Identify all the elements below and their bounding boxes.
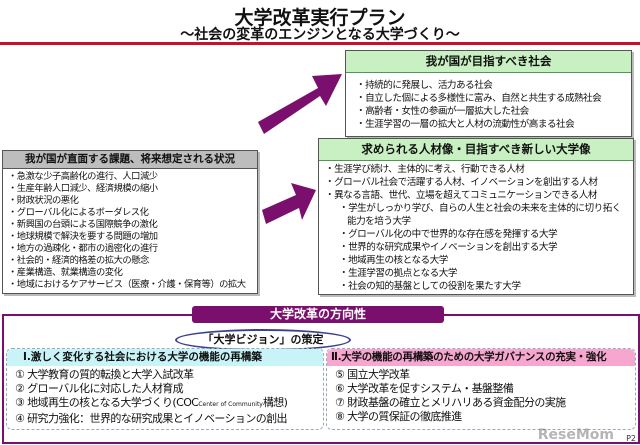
list-item: ・生涯学び続け、主体的に考え、行動できる人材	[325, 164, 525, 175]
list-item: ・グローバル化の中で世界的な存在感を発揮する大学	[339, 229, 558, 240]
issues-box: 我が国が直面する課題、将来想定される状況 ・急激な少子高齢化の進行、人口減少 ・…	[2, 150, 258, 294]
list-item: ・産業構造、就業構造の変化	[8, 267, 123, 278]
list-item: ・グローバル社会で活躍する人材、イノベーションを創出する人材	[325, 177, 598, 188]
list-item: ・地域におけるケアサービス（医療・介護・保育等）の拡大	[8, 279, 246, 290]
list-item: ・学生がしっかり学び、自らの人生と社会の未来を主体的に切り拓く	[339, 203, 621, 214]
list-item: ⑥ 大学改革を促すシステム・基盤整備	[335, 382, 514, 395]
list-item: ・異なる言語、世代、立場を超えてコミュニケーションできる人材	[325, 190, 597, 201]
list-item: ・持続的に発展し、活力ある社会	[356, 80, 493, 91]
talent-list: ・生涯学び続け、主体的に考え、行動できる人材 ・グローバル社会で活躍する人材、イ…	[319, 161, 633, 297]
page-subtitle: ～社会の変革のエンジンとなる大学づくり～	[180, 27, 460, 43]
list-item: ・自立した個による多様性に富み、自然と共生する成熟社会	[356, 93, 602, 104]
list-item: ・急激な少子高齢化の進行、人口減少	[8, 171, 158, 182]
list-item: ⑧ 大学の質保証の徹底推進	[335, 410, 462, 423]
issues-list: ・急激な少子高齢化の進行、人口減少 ・生産年齢人口減少、経済規模の縮小 ・財政状…	[3, 169, 257, 293]
society-box: 我が国が目指すべき社会 ・持続的に発展し、活力ある社会 ・自立した個による多様性…	[345, 50, 632, 137]
watermark-logo: ReseMom	[537, 427, 614, 443]
list-item: ・世界的な研究成果やイノベーションを創出する大学	[339, 242, 558, 253]
right-panel-header: Ⅱ.大学の機能の再構築のための大学ガバナンスの充実・強化	[327, 349, 635, 366]
list-item: ・生産年齢人口減少、経済規模の縮小	[8, 183, 158, 194]
list-item: ・社会的・経済的格差の拡大の懸念	[8, 255, 149, 266]
list-item: ② グローバル化に対応した人材育成	[15, 382, 184, 395]
arrow-right-icon	[262, 183, 316, 224]
list-item: ・地方の過疎化・都市の過密化の進行	[8, 243, 158, 254]
right-panel-list: ⑤ 国立大学改革 ⑥ 大学改革を促すシステム・基盤整備 ⑦ 財政基盤の確立とメリ…	[327, 366, 635, 424]
left-panel-list: ① 大学教育の質的転換と大学入試改革 ② グローバル化に対応した人材育成 ③ 地…	[7, 366, 323, 426]
list-item: ⑤ 国立大学改革	[335, 368, 410, 381]
list-item: ・新興国の台頭による国際競争の激化	[8, 219, 158, 230]
talent-header: 求められる人材像・目指すべき新しい大学像	[319, 139, 633, 161]
list-item: ・財政状況の悪化	[8, 195, 79, 206]
society-list: ・持続的に発展し、活力ある社会 ・自立した個による多様性に富み、自然と共生する成…	[346, 73, 631, 135]
list-item: ・地域再生の核となる大学	[339, 255, 448, 266]
list-item: ① 大学教育の質的転換と大学入試改革	[15, 368, 194, 381]
list-item: ・地球規模で解決を要する問題の増加	[8, 231, 158, 242]
list-item: ・社会の知的基盤としての役割を果たす大学	[339, 281, 521, 292]
list-item: ・生涯学習の拠点となる大学	[339, 268, 457, 279]
direction-right-panel: Ⅱ.大学の機能の再構築のための大学ガバナンスの充実・強化 ⑤ 国立大学改革 ⑥ …	[326, 348, 636, 430]
page-number: P2	[626, 434, 636, 443]
list-item: ④ 研究力強化：世界的な研究成果とイノベーションの創出	[15, 412, 288, 425]
list-item: ⑦ 財政基盤の確立とメリハリある資金配分の実施	[335, 396, 566, 409]
left-panel-header: Ⅰ.激しく変化する社会における大学の機能の再構築	[7, 349, 323, 366]
direction-header: 大学改革の方向性	[192, 306, 444, 323]
list-item: ・グローバル化によるボーダレス化	[8, 207, 149, 218]
list-item: ・生涯学習の一層の拡大と人材の流動性が高まる社会	[356, 119, 575, 130]
arrow-up-icon	[258, 74, 342, 134]
list-item: ③ 地域再生の核となる大学づくり(COCCenter of Community構…	[15, 396, 288, 409]
list-item: ・高齢者・女性の参画が一層拡大した社会	[356, 106, 529, 117]
society-header: 我が国が目指すべき社会	[346, 51, 631, 73]
list-item: 能力を培う大学	[347, 216, 411, 227]
title-rule	[0, 42, 640, 45]
page-title: 大学改革実行プラン	[234, 7, 406, 29]
issues-header: 我が国が直面する課題、将来想定される状況	[3, 151, 257, 169]
talent-box: 求められる人材像・目指すべき新しい大学像 ・生涯学び続け、主体的に考え、行動でき…	[318, 138, 634, 295]
direction-left-panel: Ⅰ.激しく変化する社会における大学の機能の再構築 ① 大学教育の質的転換と大学入…	[6, 348, 324, 430]
